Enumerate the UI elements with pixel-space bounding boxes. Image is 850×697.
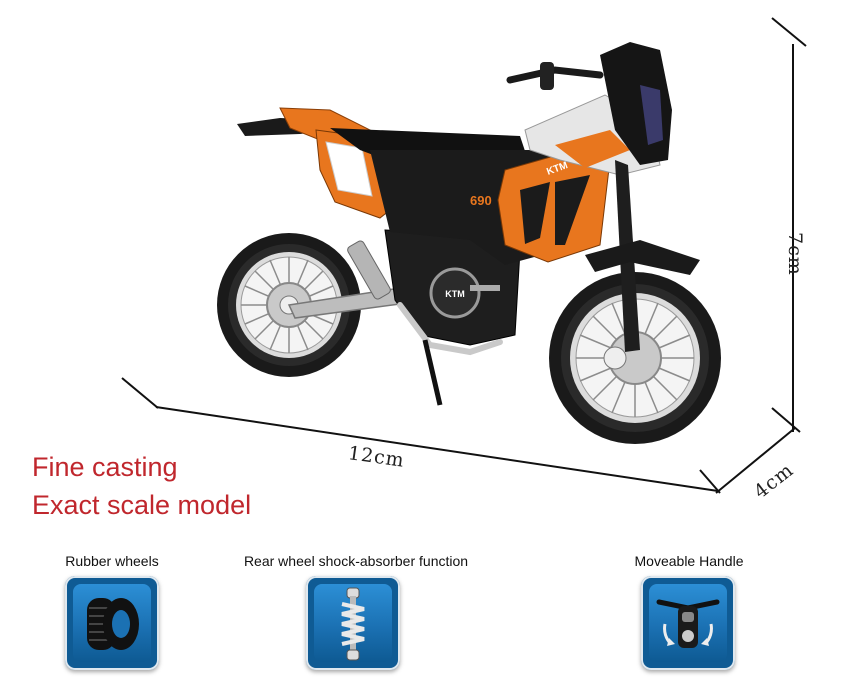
tagline-exact-scale-model: Exact scale model [32,490,252,520]
motorcycle-model: KTM 690 KTM [217,42,721,444]
feature-shock-absorber [306,576,400,670]
feature-label-shock-absorber: Rear wheel shock-absorber function [243,553,469,569]
tire-icon [87,598,139,650]
tagline-fine-casting: Fine casting [32,452,178,482]
dimension-lines [121,17,807,494]
svg-text:KTM: KTM [445,289,465,299]
feature-label-moveable-handle: Moveable Handle [634,553,744,569]
feature-rubber-wheels [65,576,159,670]
shock-absorber-icon [341,587,365,661]
front-wheel [549,272,721,444]
svg-text:690: 690 [470,193,492,208]
feature-label-rubber-wheels: Rubber wheels [65,553,159,569]
handlebar-rotate-icon [656,599,720,648]
feature-moveable-handle [641,576,735,670]
height-dimension-label: 7cm [784,232,806,276]
